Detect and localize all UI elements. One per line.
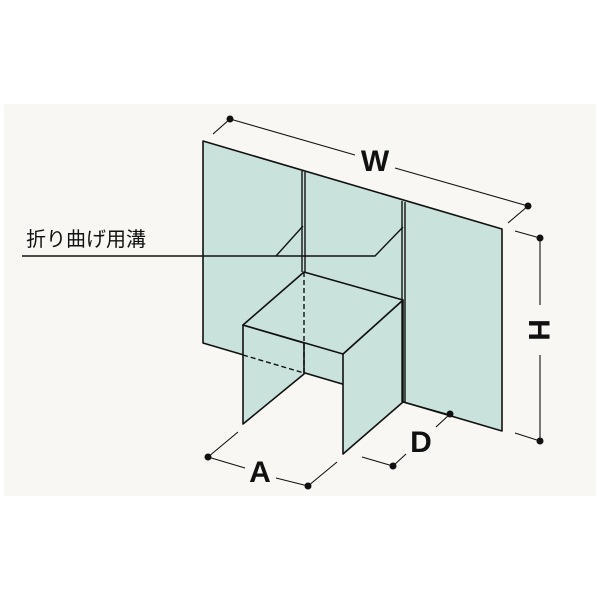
callout-label-fold-groove: 折り曲げ用溝 (26, 227, 146, 251)
callout-leader (22, 226, 404, 257)
dim-line-d (361, 456, 394, 467)
hidden-edge-bottom (242, 354, 305, 374)
dim-line-w (229, 118, 356, 156)
dimension-label-w: W (361, 145, 390, 178)
dimension-label-d: D (410, 426, 432, 459)
callout-leader-branch (275, 225, 304, 257)
dim-line-a (207, 456, 246, 469)
base-line (402, 401, 451, 416)
shelf-panel (242, 271, 404, 355)
dimension-label-h: H (522, 319, 555, 341)
dimension-label-a: A (249, 456, 271, 489)
